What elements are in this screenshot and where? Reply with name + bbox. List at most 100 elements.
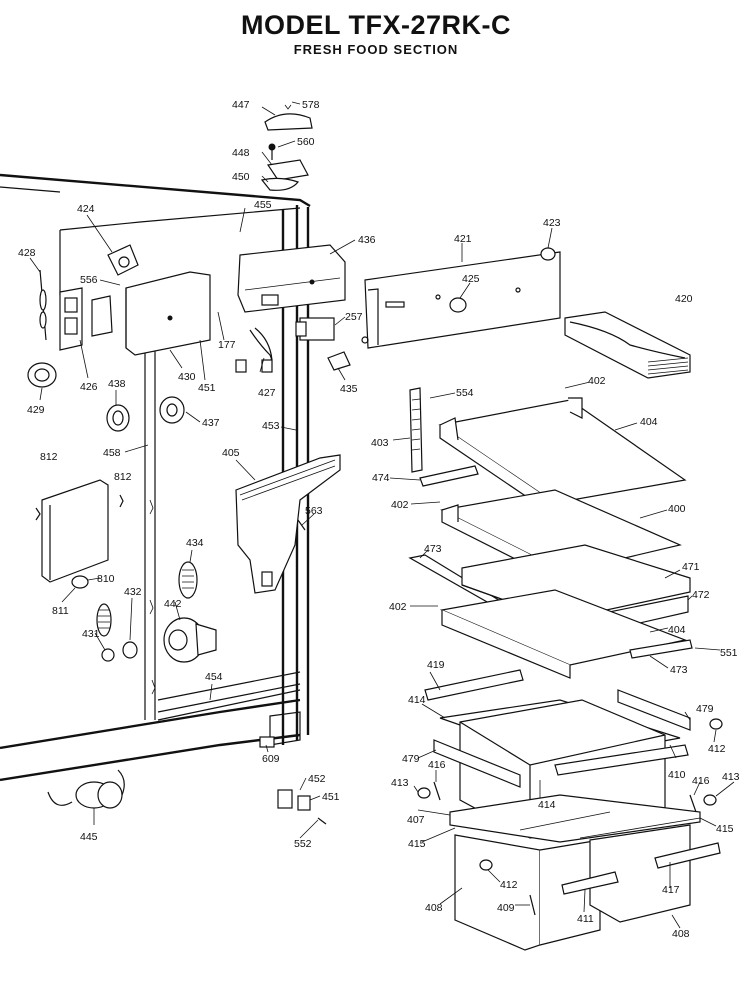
screw-560 <box>268 143 276 160</box>
shelf-track-474 <box>419 465 479 487</box>
part-label-434: 434 <box>186 537 204 549</box>
part-label-552: 552 <box>294 838 312 850</box>
part-label-429: 429 <box>27 404 45 416</box>
part-label-554: 554 <box>456 387 474 399</box>
vegetable-drawer-408-left <box>454 834 601 951</box>
part-label-479-left: 479 <box>402 753 420 765</box>
part-label-563: 563 <box>305 505 323 517</box>
slide-479-left <box>433 739 521 788</box>
clip-435 <box>327 351 351 371</box>
part-label-412-lower: 412 <box>500 879 518 891</box>
pin-416-left <box>433 781 441 801</box>
clip-412-top <box>709 718 723 730</box>
part-label-810: 810 <box>97 573 115 585</box>
part-label-479-right: 479 <box>696 703 714 715</box>
part-label-551: 551 <box>720 647 738 659</box>
part-label-438: 438 <box>108 378 126 390</box>
part-label-556: 556 <box>80 274 98 286</box>
part-label-431: 431 <box>82 628 100 640</box>
bulb-431 <box>101 648 115 662</box>
part-label-473-low: 473 <box>670 664 688 676</box>
part-label-430: 430 <box>178 371 196 383</box>
part-label-811: 811 <box>52 605 69 617</box>
part-label-437: 437 <box>202 417 220 429</box>
part-label-424: 424 <box>77 203 95 215</box>
part-label-404-top: 404 <box>640 416 658 428</box>
part-label-400: 400 <box>668 503 686 515</box>
part-label-415-left: 415 <box>408 838 426 850</box>
slide-419 <box>424 669 524 701</box>
clip-413-left <box>417 787 431 799</box>
part-label-420: 420 <box>675 293 693 305</box>
wire-harness-427 <box>235 327 273 373</box>
part-label-416-right: 416 <box>692 775 710 787</box>
part-label-416-left: 416 <box>428 759 446 771</box>
handle-417 <box>654 842 721 869</box>
part-label-419: 419 <box>427 659 445 671</box>
part-label-403: 403 <box>371 437 389 449</box>
part-label-442: 442 <box>164 598 182 610</box>
diagram-subtitle: FRESH FOOD SECTION <box>293 42 459 57</box>
clip-413-right <box>703 794 717 806</box>
part-label-414-mid: 414 <box>538 799 556 811</box>
socket-811 <box>71 575 89 589</box>
part-label-425: 425 <box>462 273 480 285</box>
part-label-448: 448 <box>232 147 250 159</box>
light-panel-810 <box>41 479 109 583</box>
bracket-409 <box>529 894 536 916</box>
part-label-414-top: 414 <box>408 694 426 706</box>
damper-437 <box>159 396 185 424</box>
part-label-402-mid: 402 <box>391 499 409 511</box>
slide-479-right <box>617 689 691 731</box>
part-label-455: 455 <box>254 199 272 211</box>
part-label-428: 428 <box>18 247 36 259</box>
part-label-472: 472 <box>692 589 710 601</box>
pan-handle-414 <box>554 744 689 776</box>
part-label-421: 421 <box>454 233 472 245</box>
pin-416-right <box>689 794 697 813</box>
part-label-812-left: 812 <box>40 451 58 463</box>
screw-552 <box>317 817 327 825</box>
control-housing-436 <box>237 244 346 313</box>
part-label-412-top: 412 <box>708 743 726 755</box>
part-label-417: 417 <box>662 884 680 896</box>
part-label-450: 450 <box>232 171 250 183</box>
grommet-429 <box>27 362 57 388</box>
clip-412-lower <box>479 859 493 871</box>
part-label-812-right: 812 <box>114 471 132 483</box>
part-label-560: 560 <box>297 136 315 148</box>
part-label-427: 427 <box>258 387 276 399</box>
part-label-411: 411 <box>577 913 594 925</box>
dairy-compartment-420 <box>564 311 691 379</box>
part-label-415-right: 415 <box>716 823 734 835</box>
part-labels: 447 578 560 448 450 455 436 421 423 424 … <box>18 99 740 940</box>
part-label-413-left: 413 <box>391 777 409 789</box>
knob-425 <box>449 297 467 313</box>
part-label-410: 410 <box>668 769 686 781</box>
bin-frame-415 <box>449 794 701 843</box>
evaporator-fan-assembly-426 <box>59 287 113 351</box>
clip-812-left <box>35 507 41 521</box>
shelf-404-lower <box>439 589 688 679</box>
part-label-426: 426 <box>80 381 98 393</box>
part-label-408-right: 408 <box>672 928 690 940</box>
part-label-435: 435 <box>340 383 358 395</box>
part-label-473-top: 473 <box>424 543 442 555</box>
screw-563 <box>297 519 306 531</box>
bracket-448 <box>260 159 309 191</box>
part-label-451-lower: 451 <box>322 791 340 803</box>
gasket-609 <box>259 736 275 748</box>
part-label-578: 578 <box>302 99 320 111</box>
part-label-454: 454 <box>205 671 223 683</box>
cap-432 <box>122 641 138 659</box>
part-label-404-low: 404 <box>668 624 686 636</box>
part-label-458: 458 <box>103 447 121 459</box>
part-label-257: 257 <box>345 311 363 323</box>
part-label-405: 405 <box>222 447 240 459</box>
spring-434 <box>178 561 198 599</box>
part-label-413-right: 413 <box>722 771 740 783</box>
part-label-402-low: 402 <box>389 601 407 613</box>
shelf-rail-403 <box>409 387 423 473</box>
light-socket-445 <box>47 769 125 809</box>
